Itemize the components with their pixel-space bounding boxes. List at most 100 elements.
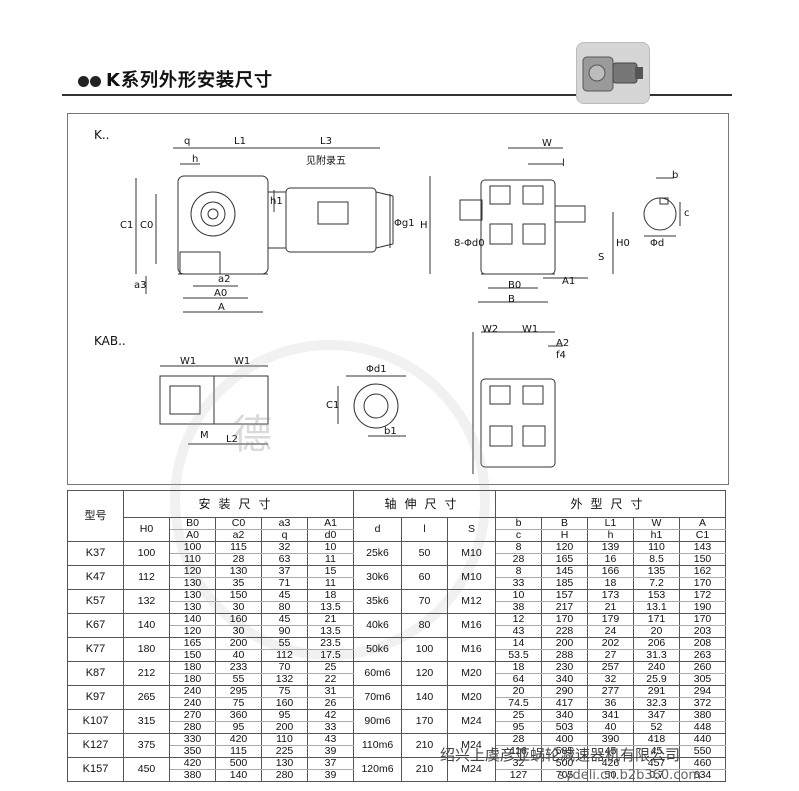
cell-a1: 25 [307, 661, 354, 674]
cell-a3: 95 [261, 709, 308, 722]
cell-a2: 95 [215, 721, 262, 734]
cell-q: 280 [261, 769, 308, 782]
col-q: q [261, 529, 308, 542]
cell-d0: 11 [307, 553, 354, 566]
cell-a0: 130 [169, 601, 216, 614]
cell-h: 40 [587, 721, 634, 734]
cell-q: 71 [261, 577, 308, 590]
col-h1: h1 [633, 529, 680, 542]
cell-h: 24 [587, 625, 634, 638]
cell-a1: 43 [307, 733, 354, 746]
cell-a3: 75 [261, 685, 308, 698]
cell-l: 120 [401, 661, 448, 686]
cell-h1: 20 [633, 625, 680, 638]
cell-model: K37 [67, 541, 124, 566]
dim-g1: Φg1 [394, 218, 415, 229]
cell-a3: 130 [261, 757, 308, 770]
col-hh: H [541, 529, 588, 542]
cell-l: 70 [401, 589, 448, 614]
cell-b0: 100 [169, 541, 216, 554]
dim-d1: Φd1 [366, 364, 387, 375]
cell-a2: 55 [215, 673, 262, 686]
col-bb: B [541, 517, 588, 530]
cell-l: 170 [401, 709, 448, 734]
cell-a1: 42 [307, 709, 354, 722]
cell-h: 32 [587, 673, 634, 686]
cell-q: 132 [261, 673, 308, 686]
dim-c1-kab: C1 [326, 400, 340, 411]
cell-c0: 200 [215, 637, 262, 650]
col-c: c [495, 529, 542, 542]
cell-c1: 448 [679, 721, 726, 734]
cell-q: 200 [261, 721, 308, 734]
view-k-label: K.. [94, 128, 110, 142]
dim-w1-kab: W1 [522, 324, 539, 335]
dim-c0: C0 [140, 220, 154, 231]
cell-d: 40k6 [353, 613, 402, 638]
cell-a3: 37 [261, 565, 308, 578]
cell-c1: 634 [679, 769, 726, 782]
cell-h: 21 [587, 601, 634, 614]
cell-model: K157 [67, 757, 124, 782]
cell-a3: 45 [261, 613, 308, 626]
cell-s: M20 [447, 661, 496, 686]
cell-w: 153 [633, 589, 680, 602]
cell-l: 80 [401, 613, 448, 638]
cell-h0: 265 [123, 685, 170, 710]
dim-d0: 8-Φd0 [454, 238, 485, 249]
cell-d0: 17.5 [307, 649, 354, 662]
cell-l1: 277 [587, 685, 634, 698]
col-c0: C0 [215, 517, 262, 530]
gearmotor-thumbnail-icon [576, 42, 650, 104]
shaft-group-header: 轴伸尺寸 [353, 490, 496, 518]
cell-a3: 32 [261, 541, 308, 554]
cell-w: 206 [633, 637, 680, 650]
cell-a0: 180 [169, 673, 216, 686]
cell-h: 18 [587, 577, 634, 590]
cell-l1: 166 [587, 565, 634, 578]
cell-c0: 420 [215, 733, 262, 746]
k-front-body [480, 179, 556, 275]
dim-a3: a3 [134, 280, 147, 291]
cell-c0: 360 [215, 709, 262, 722]
col-a0: A0 [169, 529, 216, 542]
cell-h0: 315 [123, 709, 170, 734]
dim-h0: H0 [616, 238, 630, 249]
header-rule [62, 94, 732, 96]
dim-q: q [184, 136, 191, 147]
k-motor-body [285, 187, 377, 253]
dim-h-height: H [420, 220, 428, 231]
cell-s: M24 [447, 709, 496, 734]
cell-d: 110m6 [353, 733, 402, 758]
cell-a1: 10 [307, 541, 354, 554]
cell-h1: 52 [633, 721, 680, 734]
cell-model: K127 [67, 733, 124, 758]
dim-w1-right: W1 [234, 356, 251, 367]
dim-w1-left: W1 [180, 356, 197, 367]
cell-h1: 25.9 [633, 673, 680, 686]
col-a2: a2 [215, 529, 262, 542]
cell-b0: 120 [169, 565, 216, 578]
cell-a: 172 [679, 589, 726, 602]
cell-a0: 150 [169, 649, 216, 662]
cell-l1: 341 [587, 709, 634, 722]
cell-b0: 240 [169, 685, 216, 698]
cell-a1: 37 [307, 757, 354, 770]
cell-w: 171 [633, 613, 680, 626]
cell-c1: 203 [679, 625, 726, 638]
cell-b: 14 [495, 637, 542, 650]
cell-h: 228 [541, 625, 588, 638]
cell-a: 143 [679, 541, 726, 554]
section-title: K系列外形安装尺寸 [106, 70, 273, 91]
cell-h0: 375 [123, 733, 170, 758]
cell-d0: 11 [307, 577, 354, 590]
col-c1: C1 [679, 529, 726, 542]
cell-model: K57 [67, 589, 124, 614]
bullet-dot-icon [90, 76, 101, 87]
cell-s: M12 [447, 589, 496, 614]
cell-a2: 115 [215, 745, 262, 758]
cell-b: 230 [541, 661, 588, 674]
